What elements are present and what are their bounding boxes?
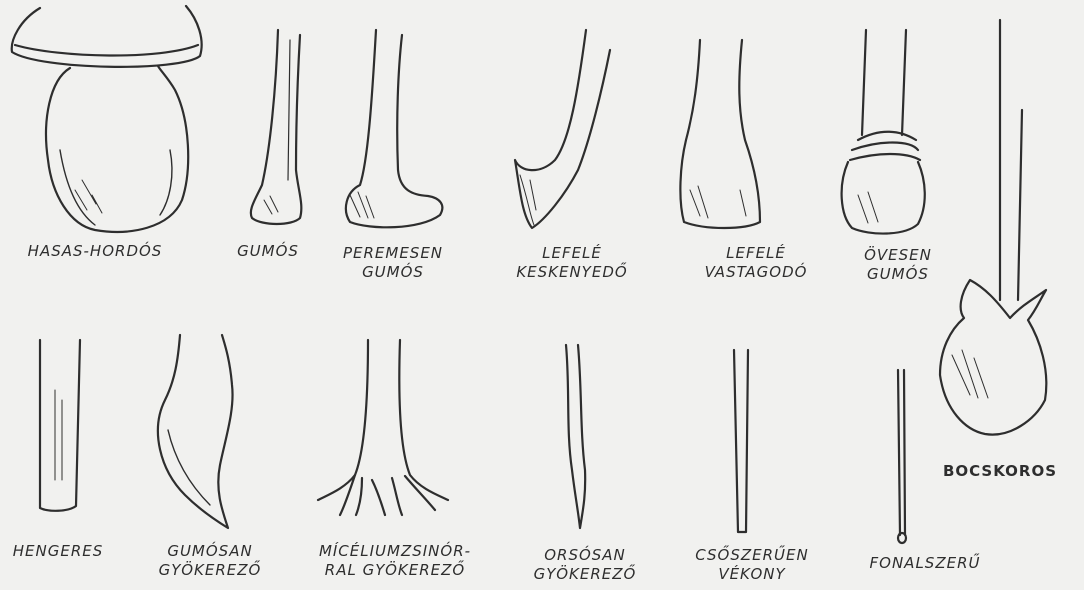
gumosan-gyokerezo-drawing	[158, 335, 233, 528]
peremesen-gumos-drawing	[346, 30, 442, 227]
label-csoszeruen-vekony: CSŐSZERŰEN VÉKONY	[695, 546, 808, 584]
label-lefele-keskenyedo: LEFELÉ KESKENYEDŐ	[516, 244, 627, 282]
bocskoros-drawing	[940, 20, 1046, 435]
label-fonalszeru: FONALSZERŰ	[870, 554, 981, 573]
gumos-drawing	[251, 30, 302, 224]
label-peremesen-gumos: PEREMESEN GUMÓS	[343, 244, 443, 282]
miceliumzsinorral-drawing	[318, 340, 448, 515]
label-bocskoros: BOCSKOROS	[943, 462, 1057, 481]
label-lefele-vastagodo: LEFELÉ VASTAGODÓ	[705, 244, 808, 282]
hengeres-drawing	[40, 340, 80, 511]
label-gumosan-gyokerezo: GUMÓSAN GYÖKEREZŐ	[159, 542, 262, 580]
orsosan-gyokerezo-drawing	[566, 345, 585, 528]
lefele-keskenyedo-drawing	[515, 30, 610, 228]
label-hengeres: HENGERES	[13, 542, 104, 561]
lefele-vastagodo-drawing	[680, 40, 760, 228]
label-ovesen-gumos: ÖVESEN GUMÓS	[864, 246, 932, 284]
label-gumos: GUMÓS	[237, 242, 299, 261]
label-orsosan-gyokerezo: ORSÓSAN GYÖKEREZŐ	[534, 546, 637, 584]
fonalszeru-drawing	[898, 370, 906, 543]
csoszeruen-vekony-drawing	[734, 350, 748, 532]
label-miceliumzsinorral: MÍCÉLIUMZSINÓR- RAL GYÖKEREZŐ	[319, 542, 471, 580]
label-hasas-hordos: HASAS-HORDÓS	[28, 242, 163, 261]
hasas-hordos-drawing	[12, 6, 202, 232]
ovesen-gumos-drawing	[842, 30, 925, 234]
